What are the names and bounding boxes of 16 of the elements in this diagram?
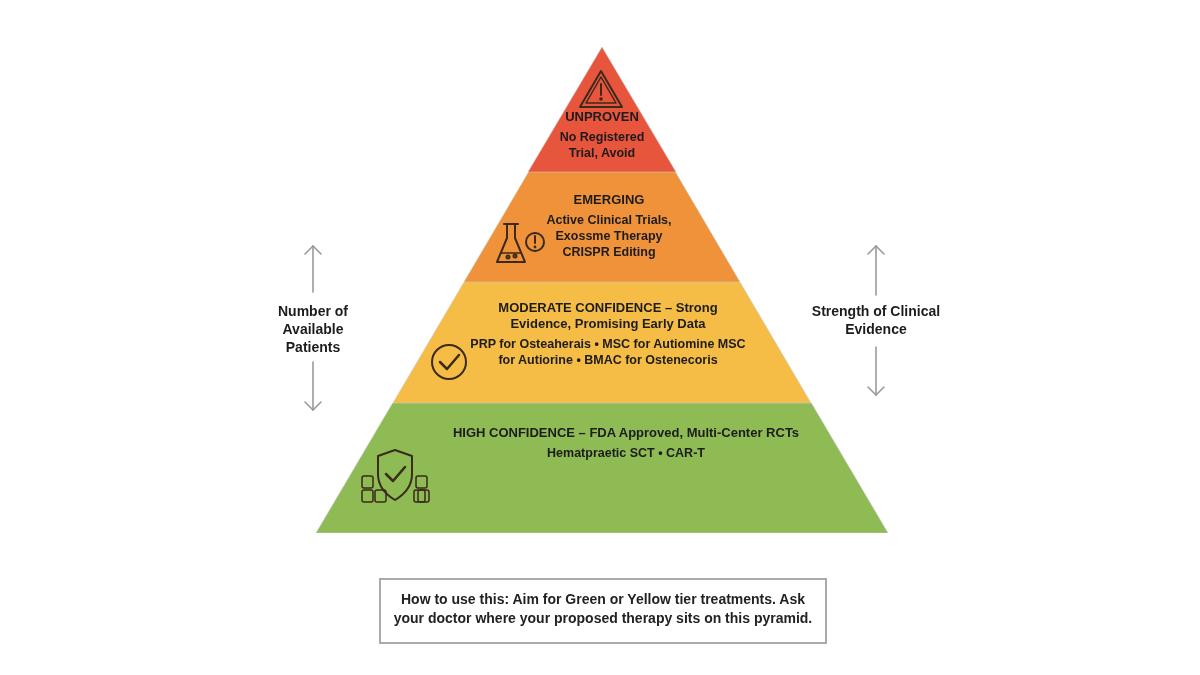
tier-description: PRP for Osteaherais • MSC for Autiomine MSC for Autiorine • BMAC for Ostenecoris [469, 336, 747, 368]
pyramid-tier [316, 403, 888, 533]
note-text: How to use this: Aim for Green or Yellow tier treatments. Ask your doctor where your proposed therapy sits on this pyramid. [393, 590, 813, 628]
tier-heading: EMERGING [572, 192, 646, 208]
tier-description: Active Clinical Trials, Exossme Therapy CRISPR Editing [545, 212, 673, 260]
tier-heading: MODERATE CONFIDENCE – Strong Evidence, Promising Early Data [497, 300, 719, 332]
note-box [379, 578, 827, 644]
axis-label: Strength of Clinical Evidence [810, 302, 942, 338]
pyramid-tier [464, 172, 740, 282]
tier-description: No Registered Trial, Avoid [558, 129, 646, 161]
pyramid-tier [528, 47, 676, 172]
tier-heading: HIGH CONFIDENCE – FDA Approved, Multi-Center RCTs [451, 425, 801, 441]
axis-label: Number of Available Patients [277, 302, 349, 356]
tier-description: Hematpraetic SCT • CAR-T [546, 445, 706, 461]
tier-heading: UNPROVEN [564, 109, 640, 125]
pyramid-tier [393, 282, 811, 403]
